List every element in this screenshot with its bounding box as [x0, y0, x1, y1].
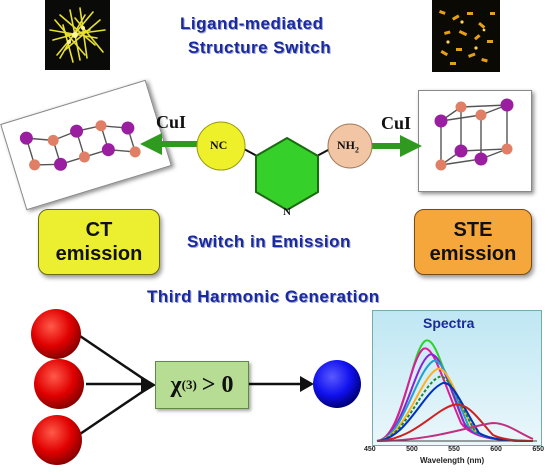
- nh-text: NH: [337, 138, 355, 152]
- crystal-photo-right: [432, 0, 500, 72]
- crystal-structure-right: [418, 90, 532, 192]
- isocyanide-group: [196, 121, 246, 171]
- photon-output: [313, 360, 361, 408]
- ct-line2: emission: [55, 243, 143, 265]
- switch-in-emission-label: Switch in Emission: [187, 232, 351, 251]
- diagram-title-line1: Ligand-mediated: [180, 14, 324, 33]
- photon-input-1: [31, 309, 81, 359]
- spectra-panel: Spectra: [372, 310, 542, 446]
- photon-input-3: [32, 415, 82, 465]
- ring-nitrogen-label: N: [283, 206, 291, 218]
- tick-500: 500: [406, 446, 418, 453]
- ste-line1: STE: [453, 219, 493, 241]
- ligand-label-nh2: NH2: [337, 138, 359, 154]
- cubane-lattice-right: [434, 98, 514, 171]
- tick-550: 550: [448, 446, 460, 453]
- diagram-title-line2: Structure Switch: [188, 38, 332, 57]
- ste-line2: emission: [429, 243, 517, 265]
- spectra-curves: [376, 339, 537, 442]
- arrow-to-ct: [140, 133, 200, 155]
- crystal-photo-left: [45, 0, 110, 70]
- spectra-title: Spectra: [423, 315, 475, 331]
- tick-650: 650: [532, 446, 544, 453]
- ste-emission-box: STE emission: [414, 209, 532, 275]
- thg-scheme: [31, 309, 361, 465]
- reagent-label-left: CuI: [156, 112, 187, 132]
- chi3-box: χ(3) > 0: [155, 361, 249, 409]
- subscript-2: 2: [355, 145, 359, 155]
- ligand-label-nc: NC: [210, 138, 228, 152]
- tick-600: 600: [490, 446, 502, 453]
- cluster-lattice-left: [19, 120, 141, 171]
- chi-order: (3): [181, 377, 197, 392]
- reagent-label-right: CuI: [381, 113, 412, 133]
- crystal-structure-left: [0, 79, 172, 211]
- spectra-xlabel: Wavelength (nm): [420, 456, 485, 465]
- pyridine-ring: [255, 136, 319, 212]
- tick-450: 450: [364, 446, 376, 453]
- arrow-to-ste: [370, 135, 422, 157]
- third-harmonic-generation-label: Third Harmonic Generation: [147, 287, 380, 306]
- amine-group: [327, 123, 373, 169]
- chi-relation: > 0: [201, 371, 234, 398]
- spectra-tick-row: 450 500 550 600 650: [364, 446, 544, 453]
- ct-emission-box: CT emission: [38, 209, 160, 275]
- ct-line1: CT: [85, 219, 113, 241]
- chi-symbol: χ: [170, 371, 182, 398]
- photon-input-2: [34, 359, 84, 409]
